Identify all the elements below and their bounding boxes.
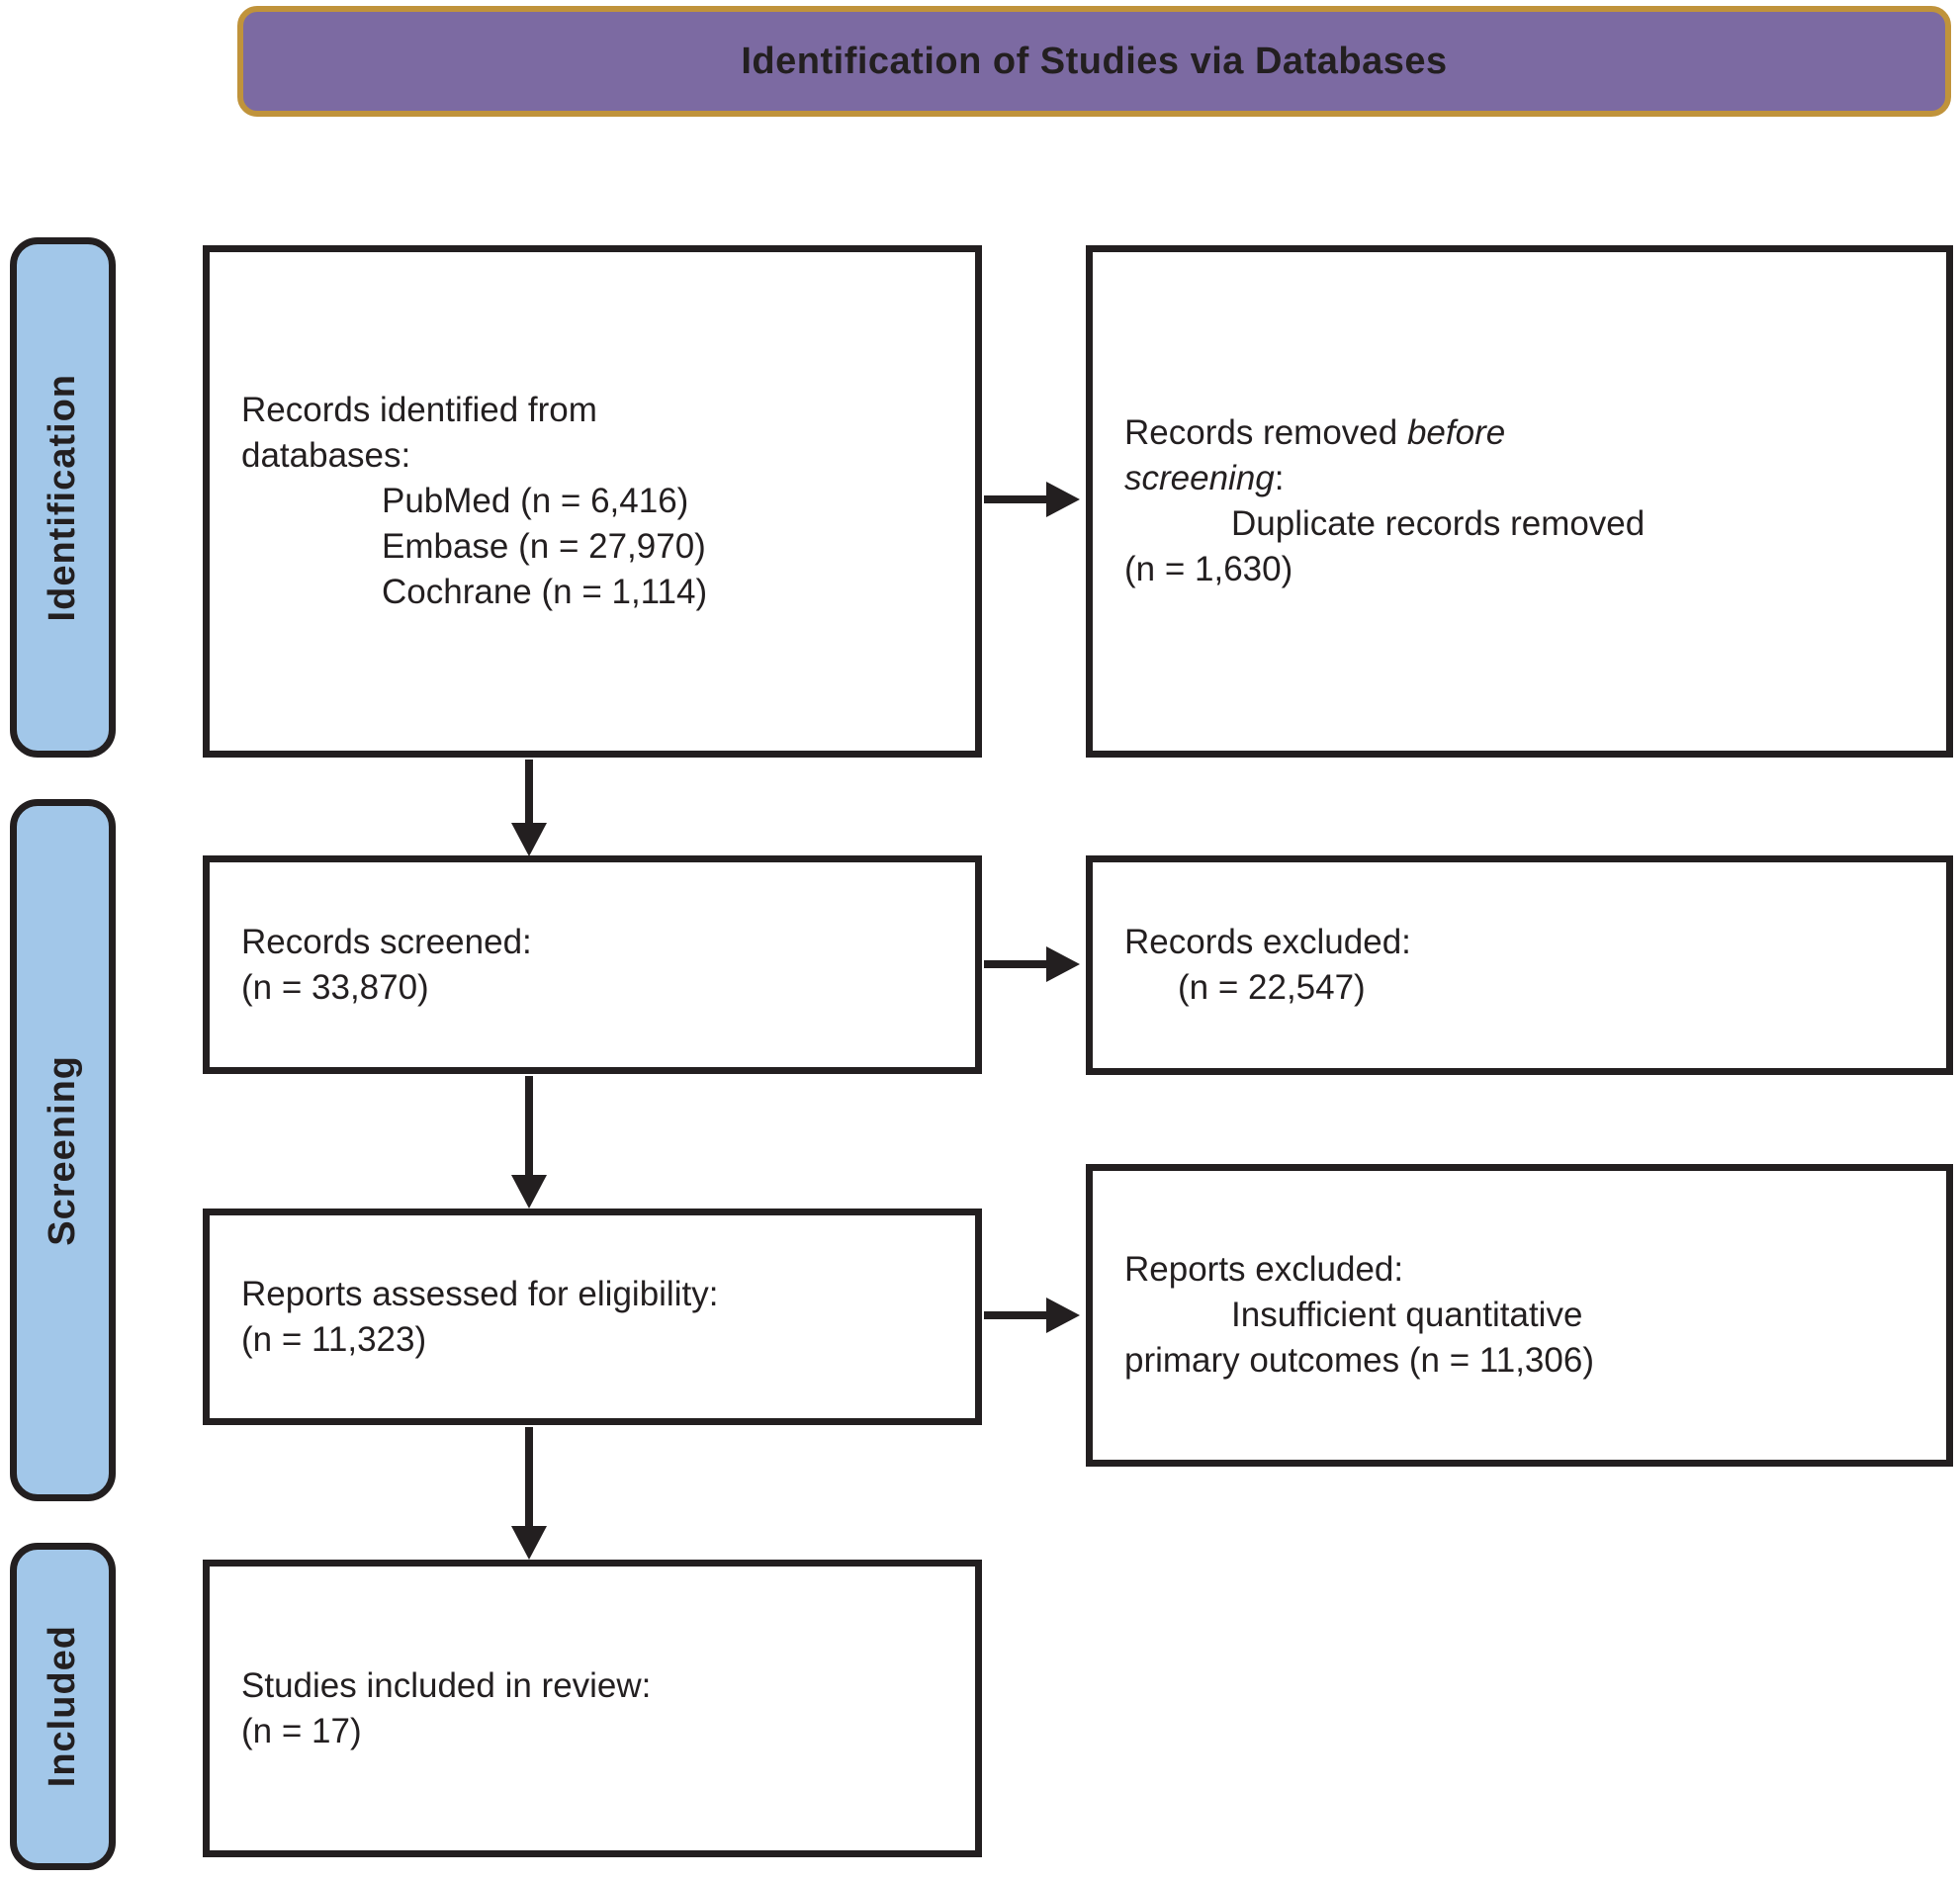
database-count-pubmed: PubMed (n = 6,416) — [382, 482, 689, 520]
database-count-embase: Embase (n = 27,970) — [382, 527, 706, 566]
box-line: Records identified from — [241, 391, 597, 429]
box-reports-excluded: Reports excluded: Insufficient quantitat… — [1086, 1164, 1953, 1467]
arrow-screened-to-assessed — [511, 1076, 547, 1209]
arrow-identified-to-screened — [511, 760, 547, 856]
box-reports-assessed: Reports assessed for eligibility: (n = 1… — [203, 1209, 982, 1425]
arrow-identified-to-removed — [984, 482, 1080, 517]
stage-label-screening: Screening — [42, 1054, 83, 1246]
arrow-assessed-to-included — [511, 1427, 547, 1560]
records-removed-count: (n = 1,630) — [1124, 550, 1293, 588]
records-excluded-count: (n = 22,547) — [1178, 968, 1366, 1007]
reports-excluded-count: primary outcomes (n = 11,306) — [1124, 1341, 1594, 1380]
removal-reason: Duplicate records removed — [1231, 504, 1646, 543]
page-title: Identification of Studies via Databases — [741, 40, 1448, 82]
exclusion-reason: Insufficient quantitative — [1231, 1296, 1583, 1334]
database-count-cochrane: Cochrane (n = 1,114) — [382, 573, 708, 611]
records-screened-count: (n = 33,870) — [241, 967, 429, 1007]
box-records-identified: Records identified from databases: PubMe… — [203, 245, 982, 758]
stage-label-included: Included — [42, 1625, 83, 1788]
box-line-italic: before — [1406, 413, 1506, 452]
stage-tab-screening: Screening — [10, 799, 116, 1501]
box-line-italic: screening — [1124, 459, 1275, 497]
box-records-screened: Records screened: (n = 33,870) — [203, 855, 982, 1074]
box-line: Records removed before — [1093, 410, 1946, 456]
stage-tab-included: Included — [10, 1543, 116, 1870]
box-line: databases: — [241, 436, 411, 475]
header-banner: Identification of Studies via Databases — [237, 6, 1951, 117]
arrow-screened-to-excluded — [984, 946, 1080, 982]
box-line: Reports assessed for eligibility: — [241, 1274, 719, 1313]
box-line: Studies included in review: — [241, 1665, 652, 1705]
box-records-removed: Records removed before screening: Duplic… — [1086, 245, 1953, 758]
stage-tab-identification: Identification — [10, 237, 116, 758]
box-studies-included: Studies included in review: (n = 17) — [203, 1560, 982, 1857]
box-line: Records excluded: — [1124, 923, 1411, 961]
box-line: Reports excluded: — [1124, 1250, 1404, 1289]
box-line: Records screened: — [241, 922, 532, 961]
stage-label-identification: Identification — [42, 373, 83, 622]
box-line-text: : — [1274, 459, 1285, 497]
box-line-text: Records removed — [1124, 413, 1407, 452]
studies-included-count: (n = 17) — [241, 1711, 362, 1750]
arrow-assessed-to-reports-excluded — [984, 1298, 1080, 1333]
box-records-excluded: Records excluded: (n = 22,547) — [1086, 855, 1953, 1075]
reports-assessed-count: (n = 11,323) — [241, 1319, 427, 1359]
box-line: screening: — [1093, 456, 1946, 501]
